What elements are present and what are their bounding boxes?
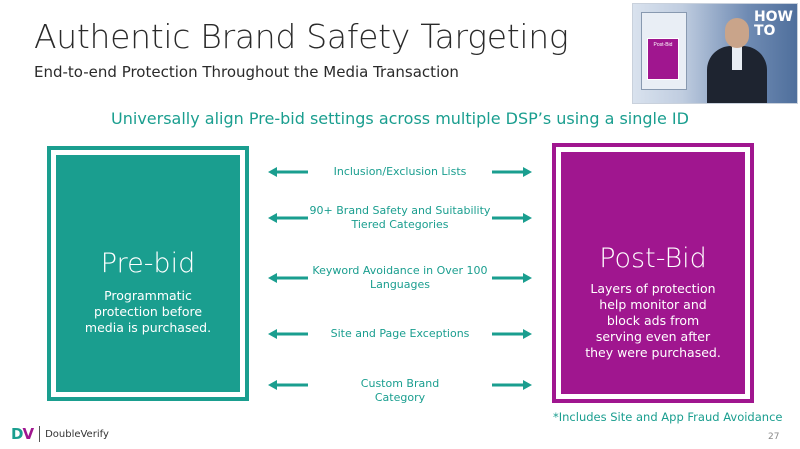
right-arrow-icon [492,213,532,223]
logo-divider [39,426,41,442]
pre-bid-panel: Pre-bid Programmatic protection before m… [47,146,249,401]
right-arrow-icon [492,380,532,390]
left-arrow-icon [268,167,308,177]
video-card-label: Post-Bid [653,42,673,48]
slide-title: Authentic Brand Safety Targeting [34,17,569,56]
left-arrow-icon [268,329,308,339]
post-bid-panel-fill [561,152,745,394]
left-arrow-icon [268,273,308,283]
tagline: Universally align Pre-bid settings acros… [111,109,689,128]
post-bid-title: Post-Bid [599,243,707,274]
fraud-avoidance-footnote: *Includes Site and App Fraud Avoidance [553,410,783,424]
post-bid-description: Layers of protection help monitor and bl… [585,281,721,360]
feature-label: Keyword Avoidance in Over 100 Languages [312,264,488,291]
right-arrow-icon [492,273,532,283]
logo-mark: DV [11,425,34,443]
presenter-video[interactable]: Post-Bid HOW TO [632,3,798,104]
presenter-head [725,18,749,48]
left-arrow-icon [268,380,308,390]
pre-bid-panel-fill [56,155,240,392]
right-arrow-icon [492,329,532,339]
logo-wordmark: DoubleVerify [45,428,109,440]
slide-subtitle: End-to-end Protection Throughout the Med… [34,63,459,81]
feature-label: Inclusion/Exclusion Lists [333,165,467,178]
post-bid-panel: Post-Bid Layers of protection help monit… [552,143,754,403]
page-number: 27 [768,432,780,442]
video-sign-text: HOW TO [753,9,793,39]
feature-label: Site and Page Exceptions [330,327,470,340]
feature-label: Custom Brand Category [360,377,440,404]
right-arrow-icon [492,167,532,177]
video-card: Post-Bid [647,38,679,80]
feature-label: 90+ Brand Safety and Suitability Tiered … [309,204,491,231]
left-arrow-icon [268,213,308,223]
doubleverify-logo: DV DoubleVerify [11,425,109,443]
pre-bid-description: Programmatic protection before media is … [84,288,212,335]
pre-bid-title: Pre-bid [100,248,196,279]
presenter-shirt [732,46,742,70]
